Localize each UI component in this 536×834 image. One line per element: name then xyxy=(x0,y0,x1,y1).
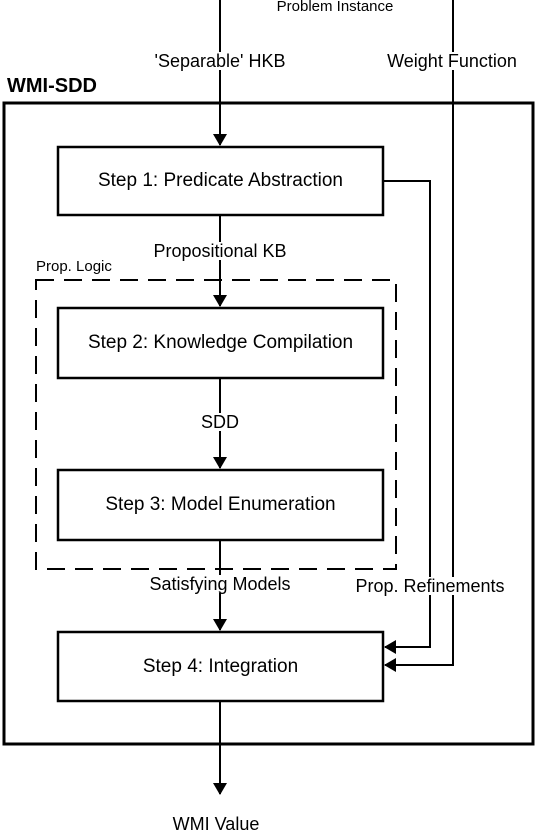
weight-function-label: Weight Function xyxy=(385,51,519,71)
step4-label: Step 4: Integration xyxy=(142,655,299,677)
separable-hkb-label: 'Separable' HKB xyxy=(152,51,288,71)
step1-label: Step 1: Predicate Abstraction xyxy=(97,170,344,191)
step2-box xyxy=(56,306,385,380)
arrow-weight-function xyxy=(384,0,454,672)
wmi-sdd-frame xyxy=(2,101,535,746)
step4-box xyxy=(56,630,385,703)
step3-box xyxy=(56,468,385,542)
problem-instance-label: Problem Instance xyxy=(276,0,394,15)
prop-logic-label: Prop. Logic xyxy=(36,258,112,275)
wmi-value-label: WMI Value xyxy=(172,814,260,834)
propositional-kb-label: Propositional KB xyxy=(151,241,289,261)
step1-box xyxy=(56,145,385,217)
sdd-label: SDD xyxy=(198,412,242,432)
arrow-prop-refinements xyxy=(384,180,431,654)
satisfying-models-label: Satisfying Models xyxy=(147,574,293,594)
prop-logic-region xyxy=(35,279,397,570)
prop-refinements-label: Prop. Refinements xyxy=(353,576,507,596)
step3-label: Step 3: Model Enumeration xyxy=(105,494,336,515)
wmi-sdd-title: WMI-SDD xyxy=(7,75,97,97)
step2-label: Step 2: Knowledge Compilation xyxy=(87,332,354,353)
